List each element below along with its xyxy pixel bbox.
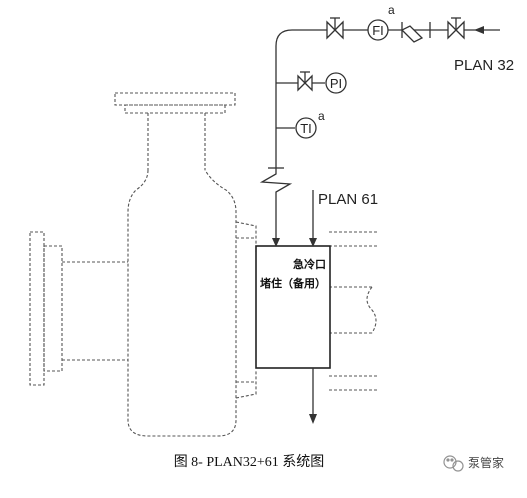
- pump-body-outline: [29, 92, 378, 437]
- seal-chamber-box: [255, 245, 331, 369]
- discharge-flange-ring: [124, 104, 226, 114]
- plan61-drain-arrow: [309, 414, 317, 424]
- plan61-inlet-arrow: [309, 238, 317, 247]
- pi-instrument: PI: [325, 72, 347, 94]
- watermark-logo-icon: [443, 455, 464, 472]
- pi-label: PI: [330, 76, 342, 91]
- plan32-inlet-arrow: [474, 26, 484, 34]
- quench-plugged-label: 堵住（备用）: [260, 276, 326, 290]
- watermark: 泵管家: [443, 455, 504, 472]
- quench-port-label: 急冷口: [293, 257, 326, 271]
- pump-casing: [127, 169, 237, 437]
- ti-label: TI: [300, 121, 312, 136]
- ti-instrument: TI a: [295, 109, 325, 139]
- suction-flange-ring: [43, 245, 63, 372]
- plan61-label: PLAN 61: [318, 191, 378, 208]
- fi-label: FI: [372, 23, 384, 38]
- suction-flange: [29, 231, 45, 386]
- ti-note-a: a: [318, 109, 325, 123]
- gate-valve-upstream: [447, 17, 465, 40]
- pipe-break-symbol: [259, 168, 293, 196]
- fi-note-a: a: [388, 3, 395, 17]
- plan32-outlet-arrow: [272, 238, 280, 247]
- plan32-label: PLAN 32: [454, 57, 514, 74]
- discharge-flange-top: [114, 92, 236, 106]
- fi-instrument: FI a: [367, 3, 395, 41]
- pi-isolation-valve: [297, 71, 313, 92]
- strainer-icon: [400, 22, 431, 43]
- plan32-piping: [275, 29, 500, 246]
- watermark-text: 泵管家: [468, 455, 504, 470]
- gate-valve-downstream: [326, 17, 344, 40]
- figure-caption: 图 8- PLAN32+61 系统图: [174, 454, 325, 470]
